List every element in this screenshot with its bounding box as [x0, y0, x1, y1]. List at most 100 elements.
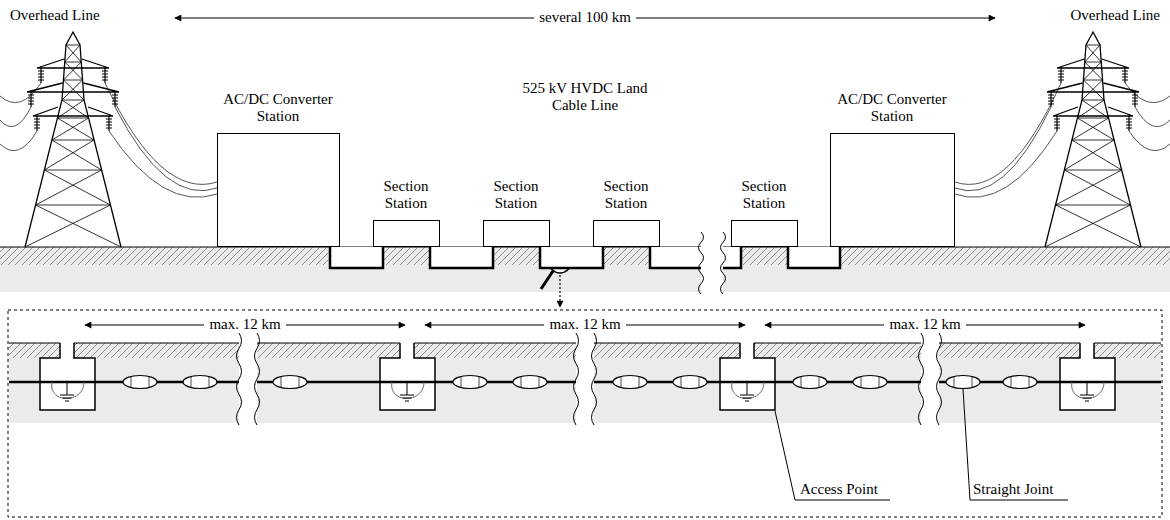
conductor-wire: [115, 107, 217, 191]
insulator: [1060, 68, 1061, 83]
pit-fill: [720, 358, 775, 410]
tower-arm: [37, 59, 109, 68]
cable-trench: [788, 247, 840, 268]
access-point-pit: [380, 342, 435, 410]
line-label: Overhead Line: [1070, 7, 1160, 24]
insulator: [108, 116, 109, 131]
section-station: Section Station: [483, 220, 550, 247]
tower-arm: [1057, 59, 1129, 68]
joint-detail: [954, 377, 972, 388]
section-station: Section Station: [731, 220, 798, 247]
station-label: Section Station: [586, 178, 666, 213]
station-label: AC/DC Converter Station: [827, 91, 957, 126]
cable-trench: [430, 247, 493, 268]
access-point-pit: [40, 342, 95, 410]
straight-joint: [123, 376, 157, 389]
ground-symbol: [1080, 382, 1094, 401]
bonding-loop: [732, 382, 764, 399]
joint-detail: [1011, 377, 1029, 388]
tower-arm: [27, 83, 119, 92]
converter-station: AC/DC Converter Station: [217, 133, 340, 247]
insulator-discs: [34, 119, 40, 128]
callout-label: Straight Joint: [973, 481, 1053, 498]
conductor-wire: [955, 107, 1051, 191]
tower-arm: [33, 107, 113, 116]
leader-line: [963, 389, 1068, 500]
dimension-label: max. 12 km: [884, 316, 965, 333]
insulator-discs: [106, 119, 112, 128]
conductor-wire: [1129, 131, 1170, 151]
shaft-fill: [1080, 342, 1094, 359]
insulator: [1124, 68, 1125, 83]
station-label: Section Station: [724, 178, 804, 213]
insulator-discs: [102, 71, 108, 80]
section-station: Section Station: [373, 220, 440, 247]
line-title: 525 kV HVDC Land Cable Line: [520, 80, 650, 115]
distance-label: several 100 km: [534, 9, 636, 26]
conductor-wire: [105, 83, 217, 184]
bonding-loop: [1072, 382, 1104, 399]
joint-detail: [131, 377, 149, 388]
conductor-wire: [1135, 107, 1170, 127]
conductor-wire: [0, 107, 31, 127]
pit-outline: [380, 343, 435, 410]
break-gap: [239, 333, 257, 425]
break-gap: [921, 333, 939, 425]
pit-outline: [720, 343, 775, 410]
joint-detail: [461, 377, 479, 388]
insulator-discs: [1126, 119, 1132, 128]
insulator: [104, 68, 105, 83]
pit-outline: [40, 343, 95, 410]
dimension-label: max. 12 km: [544, 316, 625, 333]
tower-outline: [25, 32, 121, 247]
tower-outline: [1045, 32, 1141, 247]
joint-detail: [191, 377, 209, 388]
break-gap: [701, 232, 723, 294]
cable-trench: [540, 247, 603, 268]
straight-joint: [673, 376, 707, 389]
tower-arm: [1047, 83, 1139, 92]
break-line: [937, 333, 942, 425]
straight-joint: [513, 376, 547, 389]
callout-label: Access Point: [800, 481, 878, 498]
insulator-discs: [112, 95, 118, 104]
insulator-discs: [38, 71, 44, 80]
shaft-fill: [400, 342, 414, 359]
insulator-discs: [1048, 95, 1054, 104]
conductor-wire: [955, 131, 1057, 197]
shaft-fill: [740, 342, 754, 359]
station-label: Section Station: [476, 178, 556, 213]
insulator-discs: [1054, 119, 1060, 128]
break-line: [919, 333, 924, 425]
insulator: [1056, 116, 1057, 131]
break-line: [574, 333, 579, 425]
break-gap: [576, 333, 594, 425]
conductor-wire: [109, 131, 217, 197]
transmission-tower: [955, 32, 1170, 247]
pit-fill: [380, 358, 435, 410]
station-label: Section Station: [366, 178, 446, 213]
insulator: [1134, 92, 1135, 107]
detail-frame: [8, 310, 1162, 517]
converter-station: AC/DC Converter Station: [830, 133, 955, 247]
joint-detail: [621, 377, 639, 388]
straight-joint: [273, 376, 307, 389]
section-station: Section Station: [593, 220, 660, 247]
straight-joint: [793, 376, 827, 389]
leader-line: [775, 411, 890, 500]
insulator-discs: [28, 95, 34, 104]
break-line: [255, 333, 260, 425]
zoom-arrow: [559, 275, 560, 307]
tower-bracing: [1045, 45, 1141, 247]
shaft-fill: [60, 342, 74, 359]
insulator-discs: [1122, 71, 1128, 80]
dimension-label: max. 12 km: [204, 316, 285, 333]
access-point-pit: [1060, 342, 1115, 410]
joint-detail: [681, 377, 699, 388]
cable-trench: [330, 247, 383, 268]
tower-bracing: [25, 45, 121, 247]
break-line: [592, 333, 597, 425]
